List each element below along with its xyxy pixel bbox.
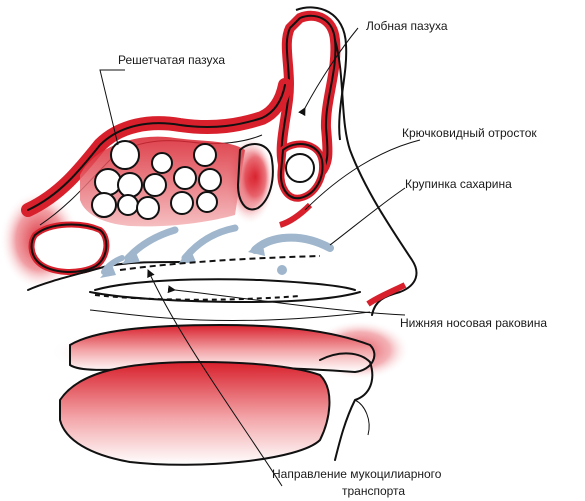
inferior-turbinate [95,279,355,299]
label-frontal-sinus: Лобная пазуха [366,19,448,33]
ethmoid-cell [118,173,142,197]
left-bulb [32,225,107,272]
ethmoid-cell [111,141,139,169]
ethmoid-cell [174,167,196,189]
label-saccharin-particle: Крупинка сахарина [405,177,512,191]
mucociliary-flow-arrows [100,228,330,278]
ethmoid-cell [92,193,116,217]
ethmoid-cell [197,192,217,212]
label-uncinate-process: Крючковидный отросток [402,126,537,140]
label-mucociliary-direction-line1: Направление мукоцилиарного [272,467,442,481]
ethmoid-cell [194,144,216,166]
ethmoid-cell [152,153,172,173]
ethmoid-cell [171,192,193,214]
label-mucociliary-direction-line2: транспорта [342,484,405,498]
saccharin-particle [277,265,287,275]
ethmoid-cell [118,195,138,215]
ethmoid-cell [95,169,121,195]
ethmoid-cell [199,169,221,191]
label-ethmoid-sinus: Решетчатая пазуха [118,53,225,67]
ethmoid-sinus [80,137,245,227]
ethmoid-cell [137,197,159,219]
ethmoid-cell [144,174,166,196]
palate [60,325,374,465]
label-inferior-turbinate: Нижняя носовая раковина [400,316,547,330]
